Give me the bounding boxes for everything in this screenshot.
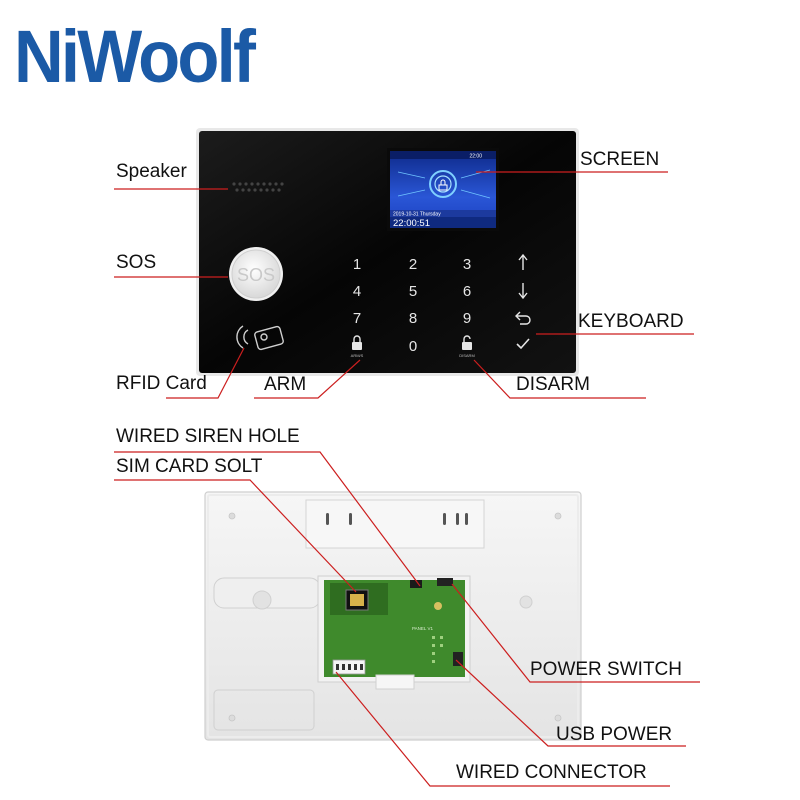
callout-wired-connector: WIRED CONNECTOR: [456, 762, 647, 783]
callout-screen: SCREEN: [580, 149, 660, 170]
back-panel: PANEL V1: [204, 491, 582, 741]
power-switch[interactable]: [437, 578, 453, 586]
key-0[interactable]: 0: [409, 338, 417, 355]
leader-wired-siren-hole: [114, 451, 421, 587]
leader-lines: [114, 171, 700, 787]
key-4[interactable]: 4: [353, 283, 361, 300]
unlock-icon: [462, 335, 472, 350]
callout-rfid-card: RFID Card: [116, 373, 207, 394]
callout-sim-card-slot: SIM CARD SOLT: [116, 456, 263, 477]
callout-usb-power: USB POWER: [556, 724, 673, 745]
key-1[interactable]: 1: [353, 256, 361, 273]
callout-speaker: Speaker: [116, 161, 187, 182]
speaker-grille: [232, 182, 284, 192]
lcd-screen: 22:00 2019-10-31 Thursday 22:00:51: [387, 148, 499, 231]
callout-sos: SOS: [116, 252, 157, 273]
sos-button[interactable]: SOS: [229, 247, 283, 301]
disarm-key[interactable]: DISARM: [459, 335, 475, 358]
confirm-key-icon[interactable]: [516, 338, 530, 350]
usb-port[interactable]: [453, 652, 463, 666]
callout-power-switch: POWER SWITCH: [530, 659, 682, 680]
disarm-key-caption: DISARM: [459, 353, 475, 358]
front-panel: 22:00 2019-10-31 Thursday 22:00:51 SOS: [196, 128, 579, 376]
leader-usb-power: [455, 659, 686, 747]
board-marking: PANEL V1: [412, 626, 434, 631]
arrow-up-key-icon[interactable]: [518, 253, 528, 270]
key-3[interactable]: 3: [463, 256, 471, 273]
leader-rfid-card: [166, 347, 245, 399]
back-recess: [213, 577, 533, 731]
leader-sim-card-slot: [114, 479, 357, 593]
key-6[interactable]: 6: [463, 283, 471, 300]
screen-date: 2019-10-31 Thursday: [393, 212, 441, 218]
lock-icon: [352, 335, 362, 350]
leader-power-switch: [451, 583, 700, 683]
screen-status-time: 22:00: [469, 154, 482, 160]
leader-disarm: [473, 359, 646, 399]
siren-hole: [410, 580, 422, 588]
callout-keyboard: KEYBOARD: [578, 311, 684, 332]
leader-arm: [254, 359, 361, 399]
key-7[interactable]: 7: [353, 310, 361, 327]
arrow-down-key-icon[interactable]: [518, 283, 528, 300]
key-5[interactable]: 5: [409, 283, 417, 300]
rfid-card-icon: [236, 325, 284, 351]
pcb-compartment: PANEL V1: [317, 575, 471, 690]
screen-time: 22:00:51: [393, 218, 430, 229]
arm-key-caption: ARM/S: [351, 353, 364, 358]
arm-key[interactable]: ARM/S: [351, 335, 364, 358]
callout-arm: ARM: [264, 374, 307, 395]
back-key-icon[interactable]: [515, 311, 531, 325]
callout-wired-siren-hole: WIRED SIREN HOLE: [116, 426, 300, 447]
callout-disarm: DISARM: [516, 374, 590, 395]
leader-wired-connector: [335, 671, 670, 787]
mounting-bracket: [305, 499, 485, 549]
brand-logo: NiWoolf: [14, 15, 256, 98]
screw-holes: [228, 512, 562, 722]
key-2[interactable]: 2: [409, 256, 417, 273]
sos-button-label: SOS: [237, 265, 275, 285]
key-9[interactable]: 9: [463, 310, 471, 327]
keypad: 1 2 3 4 5 6 7 8 9 0: [353, 256, 471, 355]
key-8[interactable]: 8: [409, 310, 417, 327]
